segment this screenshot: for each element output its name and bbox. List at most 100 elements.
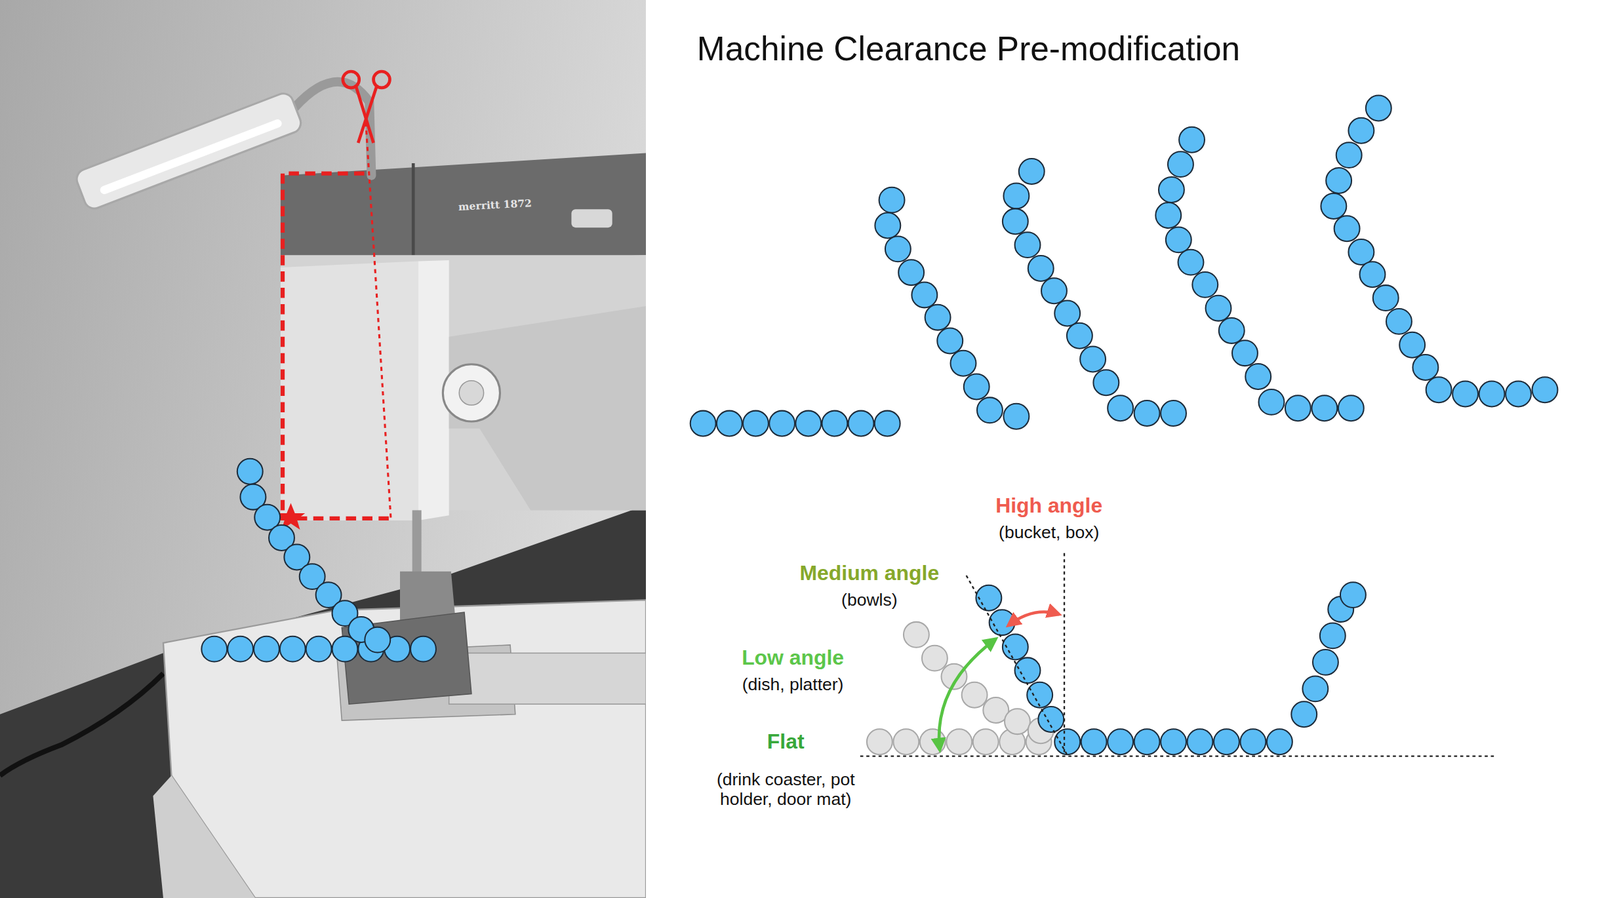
- bead: [1505, 380, 1532, 407]
- bead: [1015, 232, 1041, 258]
- bead: [925, 304, 951, 331]
- bead: [1026, 682, 1053, 709]
- bead: [950, 350, 977, 377]
- bead: [306, 636, 332, 663]
- bead: [1452, 380, 1479, 407]
- bead: [973, 729, 999, 755]
- bead: [1093, 369, 1119, 396]
- bead: [410, 636, 437, 663]
- bead: [742, 411, 769, 437]
- bead: [866, 729, 893, 755]
- bead: [1334, 215, 1360, 242]
- bead: [1107, 395, 1134, 421]
- bead: [1003, 403, 1029, 430]
- bead: [1336, 142, 1362, 168]
- bead: [848, 411, 875, 437]
- bead: [1365, 95, 1392, 122]
- bead: [1003, 182, 1029, 209]
- bead: [1412, 354, 1439, 381]
- bead: [1019, 158, 1045, 185]
- title: Machine Clearance Pre-modification: [697, 29, 1240, 69]
- bead: [1165, 226, 1192, 253]
- bead: [1041, 278, 1067, 304]
- bead: [1325, 167, 1352, 194]
- bead: [879, 187, 905, 214]
- bead: [237, 459, 263, 485]
- bead: [1320, 193, 1347, 220]
- bead: [946, 729, 972, 755]
- bead: [911, 281, 938, 308]
- bead: [1004, 708, 1031, 735]
- bead: [769, 411, 795, 437]
- bead: [1160, 729, 1187, 755]
- bead: [1312, 649, 1339, 676]
- example-note: (drink coaster, pot holder, door mat): [714, 769, 858, 810]
- bead: [885, 236, 911, 262]
- bead: [1311, 395, 1338, 421]
- bead: [961, 682, 988, 709]
- bead: [903, 622, 930, 648]
- bead: [1134, 400, 1160, 427]
- bead: [1285, 395, 1311, 421]
- bead: [821, 411, 848, 437]
- example-note: (bucket, box): [998, 522, 1100, 543]
- bead: [1192, 272, 1218, 298]
- scissors-symbol: [342, 71, 391, 143]
- bead: [1373, 285, 1399, 311]
- bead: [1205, 295, 1232, 322]
- bead: [716, 411, 743, 437]
- bead: [1291, 701, 1317, 728]
- bead: [1066, 323, 1093, 349]
- bead: [963, 374, 990, 400]
- bead: [227, 636, 254, 663]
- bead: [1320, 622, 1346, 649]
- bead: [1340, 582, 1366, 608]
- bead: [1399, 332, 1425, 359]
- bead: [1348, 118, 1374, 144]
- bead: [874, 213, 901, 239]
- bead: [1158, 177, 1185, 203]
- bead: [1532, 377, 1559, 403]
- bead: [1187, 729, 1214, 755]
- bead: [1054, 300, 1080, 326]
- bead: [253, 636, 280, 663]
- bead: [795, 411, 821, 437]
- bead: [874, 411, 901, 437]
- bead: [975, 585, 1002, 612]
- bead: [1240, 729, 1266, 755]
- bead: [1015, 657, 1041, 684]
- angle-label: Low angle: [741, 645, 844, 671]
- bead: [364, 627, 391, 654]
- bead: [1002, 208, 1029, 235]
- bead: [1054, 729, 1080, 755]
- bead: [893, 729, 919, 755]
- angle-label: Medium angle: [799, 561, 940, 586]
- bead: [1258, 389, 1284, 416]
- bead: [1080, 346, 1106, 373]
- bead: [1107, 729, 1134, 755]
- angle-label: Flat: [767, 729, 805, 755]
- bead: [1160, 400, 1187, 427]
- bead: [1134, 729, 1160, 755]
- bead: [921, 645, 948, 672]
- bead: [1213, 729, 1240, 755]
- bead: [201, 636, 227, 663]
- bead: [977, 397, 1003, 423]
- bead: [1155, 202, 1181, 229]
- bead: [690, 411, 717, 437]
- bead: [1266, 729, 1293, 755]
- bead: [1081, 729, 1107, 755]
- bead: [1348, 239, 1374, 265]
- bead: [1028, 255, 1054, 282]
- bead: [937, 328, 963, 355]
- bead: [920, 729, 946, 755]
- machine-photo: [0, 0, 646, 898]
- bead: [898, 259, 924, 286]
- bead: [1479, 380, 1505, 407]
- bead: [1245, 363, 1271, 390]
- bead: [1232, 340, 1258, 366]
- example-note: (bowls): [841, 590, 898, 610]
- bead: [1219, 318, 1245, 344]
- angle-label: High angle: [995, 493, 1103, 519]
